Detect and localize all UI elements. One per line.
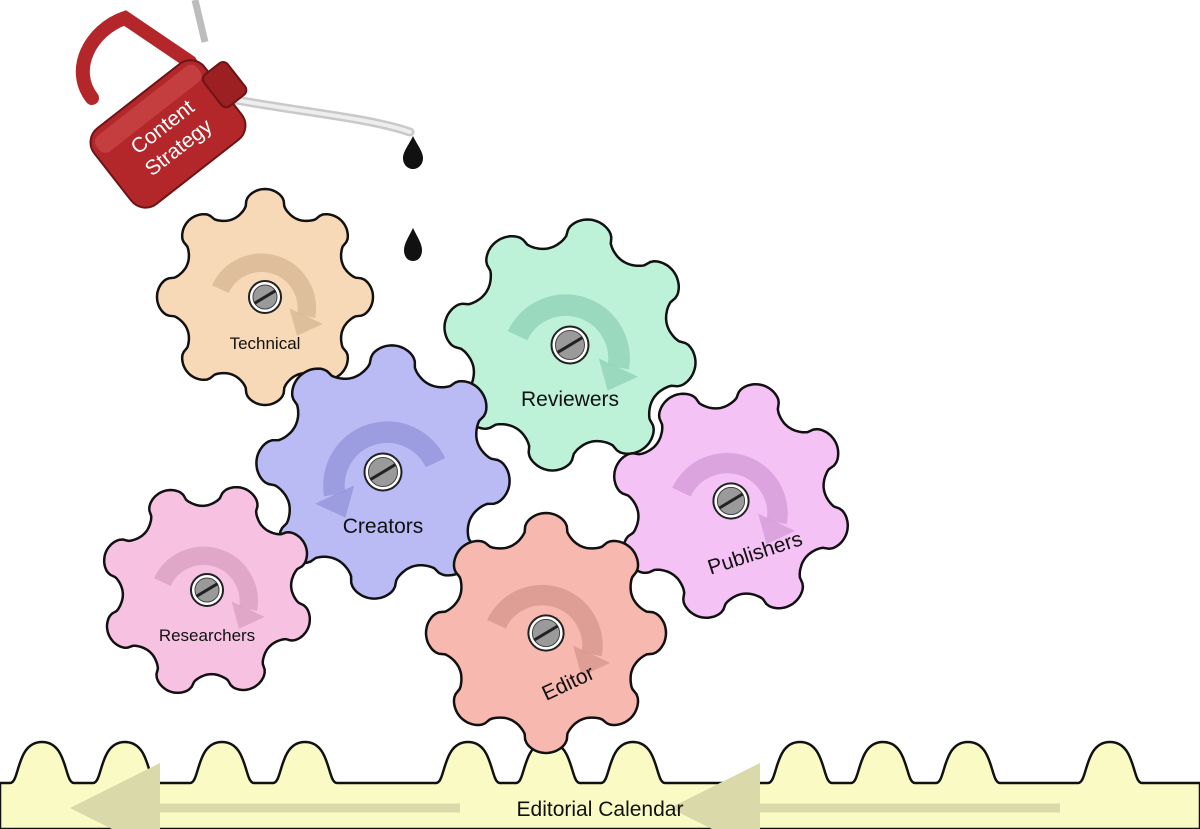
oil-drop-icon xyxy=(403,136,423,169)
rotation-arrowhead-icon xyxy=(231,601,265,629)
gear-researchers: Researchers xyxy=(102,485,312,695)
rotation-arrow-icon xyxy=(507,294,630,370)
gear-creators: Creators xyxy=(255,344,511,600)
gear-technical: Technical xyxy=(155,187,375,407)
rotation-arrowhead-icon xyxy=(315,485,355,518)
screw-slot xyxy=(195,582,219,598)
screw-slot xyxy=(369,463,397,481)
rotation-arrow-icon xyxy=(672,452,788,525)
rotation-arrowhead-icon xyxy=(758,513,796,545)
gear-label-technical: Technical xyxy=(230,334,301,353)
rotation-arrowhead-icon xyxy=(289,308,323,336)
oil-can: Content Strategy xyxy=(75,0,423,261)
rotation-arrowhead-icon xyxy=(598,358,638,391)
screw-slot xyxy=(253,289,277,305)
gear-editor: Editor xyxy=(424,511,668,755)
screw-slot xyxy=(533,624,559,642)
editorial-calendar: Editorial Calendar xyxy=(0,740,1200,829)
gear-label-creators: Creators xyxy=(343,515,424,538)
screw-slot xyxy=(556,336,584,354)
rotation-arrowhead-icon xyxy=(573,645,611,677)
rotation-arrow-icon xyxy=(153,546,258,611)
rotation-arrow-icon xyxy=(487,584,603,657)
gear-reviewers: Reviewers xyxy=(443,218,697,472)
screw-slot xyxy=(718,492,744,510)
oil-drop-icon xyxy=(404,228,422,261)
gear-label-researchers: Researchers xyxy=(159,626,255,645)
oil-can-wire xyxy=(191,0,209,43)
rotation-arrow-icon xyxy=(211,253,316,318)
gear-label-reviewers: Reviewers xyxy=(521,388,619,411)
calendar-label: Editorial Calendar xyxy=(517,798,684,821)
oil-can-handle xyxy=(75,10,197,105)
gear-publishers: Publishers xyxy=(612,382,850,620)
rotation-arrow-icon xyxy=(323,421,446,497)
